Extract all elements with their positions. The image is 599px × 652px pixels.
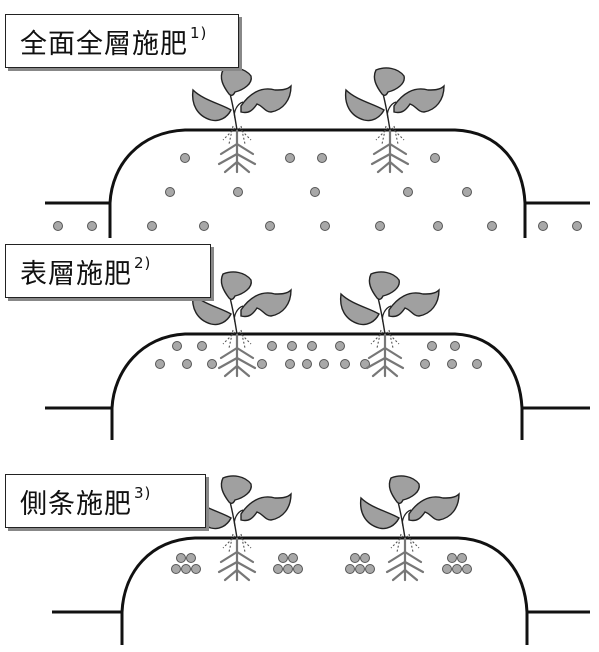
ridge-outline (45, 332, 590, 410)
panel-full-layer (45, 66, 590, 238)
fertilizer-band-4 (442, 553, 472, 574)
label-text: 全面全層施肥 (20, 28, 188, 60)
label-text: 表層施肥 (20, 258, 132, 290)
footnote-mark: 3) (134, 484, 152, 502)
cabbage-plant-left (191, 66, 293, 174)
fertilizer-band-2 (273, 553, 303, 574)
ridge-outline (45, 128, 590, 205)
fertilizer-granules (155, 341, 482, 369)
panel-side-row (52, 474, 590, 645)
fertilizer-band-1 (171, 553, 201, 574)
panel-surface-layer (45, 270, 590, 440)
ridge-outline (52, 536, 590, 614)
footnote-mark: 1) (190, 24, 208, 42)
label-text: 側条施肥 (20, 488, 132, 520)
cabbage-plant-right (359, 474, 461, 582)
footnote-mark: 2) (134, 254, 152, 272)
cabbage-plant-right (344, 66, 446, 174)
fertilizer-band-3 (345, 553, 375, 574)
fertilizer-granules (53, 153, 582, 231)
